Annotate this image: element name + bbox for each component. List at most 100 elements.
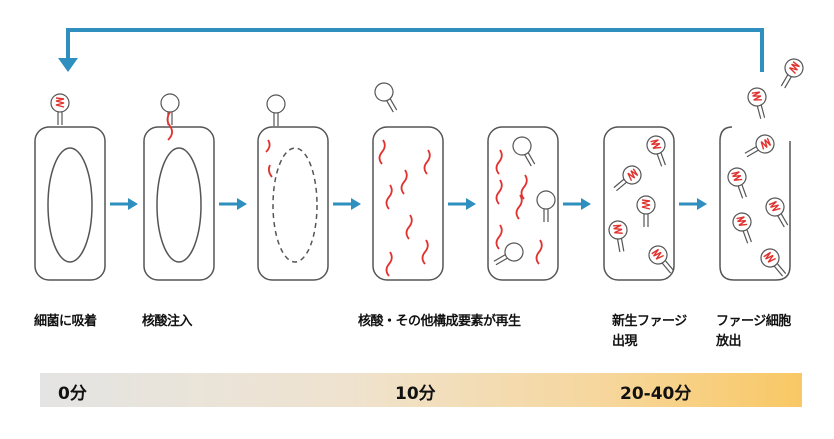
phage-head xyxy=(727,167,747,187)
phage-attached xyxy=(50,93,70,125)
phage-tail xyxy=(746,228,752,243)
phage-head xyxy=(648,245,668,265)
phage-dna xyxy=(789,61,800,74)
phage-head xyxy=(784,58,804,78)
new-phage xyxy=(646,135,666,167)
viral-dna-strand xyxy=(265,139,271,153)
degrading-nucleoid xyxy=(272,147,318,263)
label-line: 新生ファージ xyxy=(612,314,687,329)
phage-empty xyxy=(266,94,286,126)
time-label-20-40: 20-40分 xyxy=(620,384,692,404)
phage-head xyxy=(536,190,556,210)
step-arrow-head xyxy=(466,198,476,210)
return-arrow-head xyxy=(58,58,78,72)
bacterial-nucleoid xyxy=(156,147,202,263)
phage-head xyxy=(732,212,752,232)
viral-dna-strand xyxy=(405,214,413,240)
phage-head xyxy=(266,94,286,114)
phage-tail xyxy=(523,153,532,167)
phage-head xyxy=(755,134,775,154)
phage-tail xyxy=(664,259,675,271)
step-arrow-head xyxy=(237,198,247,210)
phage-tail xyxy=(746,149,760,158)
viral-dna-strand xyxy=(385,184,393,210)
bacterium-cell-3 xyxy=(257,126,329,281)
phage-dna xyxy=(641,199,651,210)
released-phage xyxy=(760,248,787,277)
cell-wall xyxy=(257,126,329,281)
cell-wall xyxy=(143,126,215,281)
phage-tail xyxy=(385,99,394,113)
phage-tail xyxy=(773,265,784,277)
phage-tail xyxy=(737,184,744,199)
step-arrow-head xyxy=(697,198,707,210)
time-label-10: 10分 xyxy=(395,384,436,404)
phage-tail xyxy=(776,214,785,228)
phage-head xyxy=(50,93,70,113)
cell-wall xyxy=(603,126,675,281)
phage-tail xyxy=(660,151,666,166)
phage-dna xyxy=(55,97,65,108)
phage-head xyxy=(374,82,394,102)
bacterial-nucleoid xyxy=(47,147,93,263)
step-label-adsorption: 細菌に吸着 xyxy=(34,314,97,329)
step-label-assembly: 新生ファージ 出現 xyxy=(612,312,687,352)
phage-head xyxy=(504,242,524,262)
bacterium-cell-7 xyxy=(719,126,791,281)
viral-dna-strand xyxy=(520,174,528,200)
diagram-canvas xyxy=(34,28,804,281)
phage-tail xyxy=(784,75,793,89)
label-line: 放出 xyxy=(716,334,742,349)
phage-dna xyxy=(613,224,623,234)
phage-tail xyxy=(527,151,536,165)
step-arrow-head xyxy=(351,198,361,210)
viral-dna-strand xyxy=(495,149,503,175)
bacterium-cell-2 xyxy=(143,126,215,281)
phage-dna xyxy=(651,248,664,260)
phage-head xyxy=(747,87,767,107)
phage-head xyxy=(512,136,532,156)
phage-tail xyxy=(760,104,766,118)
phage-assembling-head xyxy=(512,136,536,167)
viral-dna-strand xyxy=(378,139,386,165)
phage-tail xyxy=(620,237,625,252)
phage-tail xyxy=(616,238,621,253)
phage-tail xyxy=(780,212,789,226)
viral-dna-strand xyxy=(515,194,523,220)
phage-head xyxy=(622,165,642,185)
phage-head xyxy=(760,248,780,268)
viral-dna-strand xyxy=(495,179,503,205)
label-line: 出現 xyxy=(612,334,638,349)
phage-tail xyxy=(616,181,628,192)
phage-injecting xyxy=(160,93,180,125)
phage-tail xyxy=(661,262,672,274)
viral-dna-strand xyxy=(421,239,429,265)
viral-dna-strand xyxy=(535,239,543,265)
viral-dna-strand xyxy=(495,224,503,250)
phage-tail xyxy=(780,73,789,87)
released-phage xyxy=(765,197,789,228)
released-phage xyxy=(747,87,767,119)
viral-dna-strand xyxy=(267,164,273,178)
phage-tail xyxy=(495,257,509,266)
phage-head xyxy=(646,135,666,155)
phage-assembling-head xyxy=(536,190,556,222)
phage-dna xyxy=(736,216,748,226)
burst-cell-wall xyxy=(719,126,791,281)
phage-dna xyxy=(760,137,772,150)
released-phage xyxy=(780,58,804,89)
phage-head xyxy=(608,220,628,240)
cell-wall xyxy=(34,126,106,281)
phage-tail xyxy=(756,105,762,119)
phage-tail xyxy=(741,183,747,198)
viral-dna-strand xyxy=(385,251,393,277)
cell-wall xyxy=(372,126,444,281)
phage-tail xyxy=(744,145,758,154)
label-line: ファージ細胞 xyxy=(716,314,791,329)
phage-tail xyxy=(613,178,625,189)
phage-head xyxy=(160,93,180,113)
new-phage xyxy=(636,195,656,227)
new-phage xyxy=(613,165,642,192)
phage-dna xyxy=(650,139,662,149)
